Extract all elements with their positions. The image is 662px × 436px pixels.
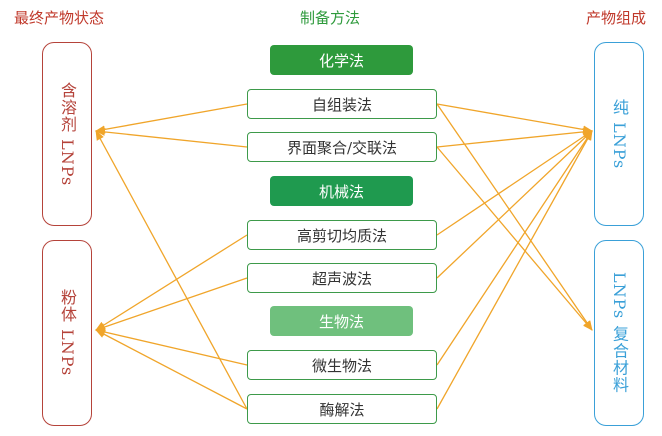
category-chemical-method: 化学法 [270, 45, 413, 75]
method-ultrasonic: 超声波法 [247, 263, 437, 293]
method-enzymatic: 酶解法 [247, 394, 437, 424]
arrow-shear-to-powder [95, 234, 248, 331]
arrow-shear-to-pure [436, 130, 593, 236]
method-high-shear-homogenization: 高剪切均质法 [247, 220, 437, 250]
lnps-composite-label: LNPs 复合材料 [610, 272, 629, 394]
solvent-lnps-label: 含溶剂 LNPs [58, 81, 77, 187]
method-microbial: 微生物法 [247, 350, 437, 380]
arrow-interface-to-solvent [95, 127, 248, 148]
powder-lnps-box: 粉体 LNPs [42, 240, 92, 426]
header-preparation-method: 制备方法 [299, 9, 360, 27]
header-product-composition: 产物组成 [586, 9, 647, 27]
lnps-composite-box: LNPs 复合材料 [594, 240, 644, 426]
arrow-self_assembly-to-pure [436, 103, 593, 134]
category-biological-method: 生物法 [270, 306, 413, 336]
arrow-enzymatic-to-powder [95, 329, 248, 410]
pure-lnps-box: 纯 LNPs [594, 42, 644, 226]
arrow-self_assembly-to-composite [436, 103, 593, 331]
arrow-enzymatic-to-pure [436, 130, 593, 410]
solvent-lnps-box: 含溶剂 LNPs [42, 42, 92, 226]
category-mechanical-method: 机械法 [270, 176, 413, 206]
method-self-assembly: 自组装法 [247, 89, 437, 119]
arrow-enzymatic-to-solvent [95, 130, 248, 410]
method-interfacial-polymerization: 界面聚合/交联法 [247, 132, 437, 162]
arrow-interface-to-pure [436, 127, 593, 148]
pure-lnps-label: 纯 LNPs [610, 98, 629, 170]
arrow-ultrasonic-to-pure [436, 130, 593, 279]
arrow-microbial-to-powder [95, 328, 248, 366]
arrow-microbial-to-pure [436, 130, 593, 366]
arrow-interface-to-composite [436, 146, 593, 331]
powder-lnps-label: 粉体 LNPs [58, 289, 77, 377]
arrow-self_assembly-to-solvent [95, 103, 248, 134]
header-final-state: 最终产物状态 [14, 9, 105, 27]
arrow-ultrasonic-to-powder [95, 277, 248, 331]
